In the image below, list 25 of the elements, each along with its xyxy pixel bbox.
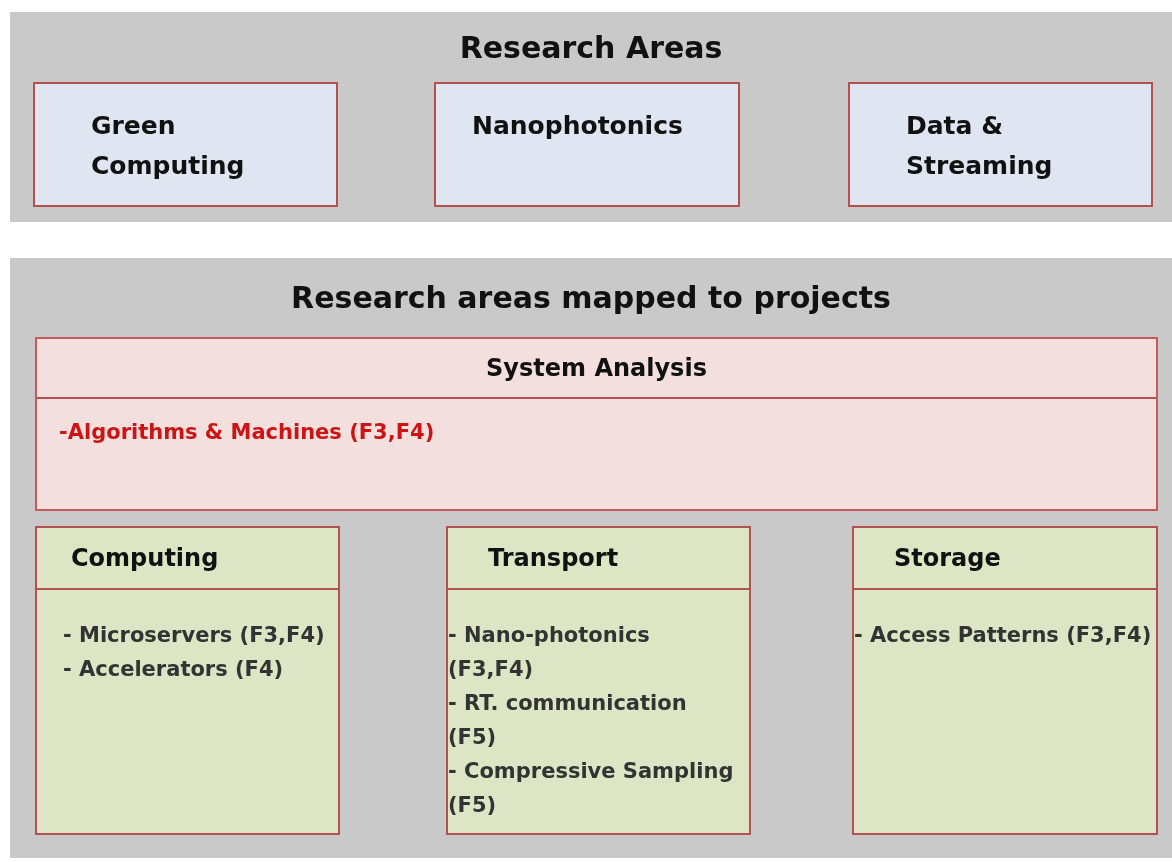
list-item: - Accelerators (F4) (63, 656, 285, 683)
research-area-box (33, 82, 338, 207)
area-label: Green Computing (91, 110, 246, 182)
research-area-box (848, 82, 1153, 207)
box-heading: Computing (37, 528, 338, 590)
area-label: Nanophotonics (472, 110, 684, 142)
body-text: -Algorithms & Machines (F3,F4) (59, 419, 436, 446)
section-panel (10, 258, 1172, 858)
section-panel (10, 12, 1172, 222)
project-box (35, 337, 1158, 511)
section-title: Research Areas (459, 30, 723, 65)
project-box (35, 526, 340, 835)
list-item: - Microservers (F3,F4) (63, 622, 326, 649)
list-item: - Access Patterns (F3,F4) (854, 622, 1153, 649)
project-box (852, 526, 1158, 835)
area-label: Data & Streaming (906, 110, 1054, 182)
list-item: - RT. communication (F5) (448, 690, 688, 751)
project-box (446, 526, 751, 835)
box-heading: Storage (854, 528, 1156, 590)
section-title: Research areas mapped to projects (291, 280, 891, 315)
box-heading: System Analysis (37, 339, 1156, 399)
list-item: - Compressive Sampling (F5) (448, 758, 735, 819)
box-heading: Transport (448, 528, 749, 590)
research-area-box (434, 82, 740, 207)
list-item: - Nano-photonics (F3,F4) (448, 622, 651, 683)
